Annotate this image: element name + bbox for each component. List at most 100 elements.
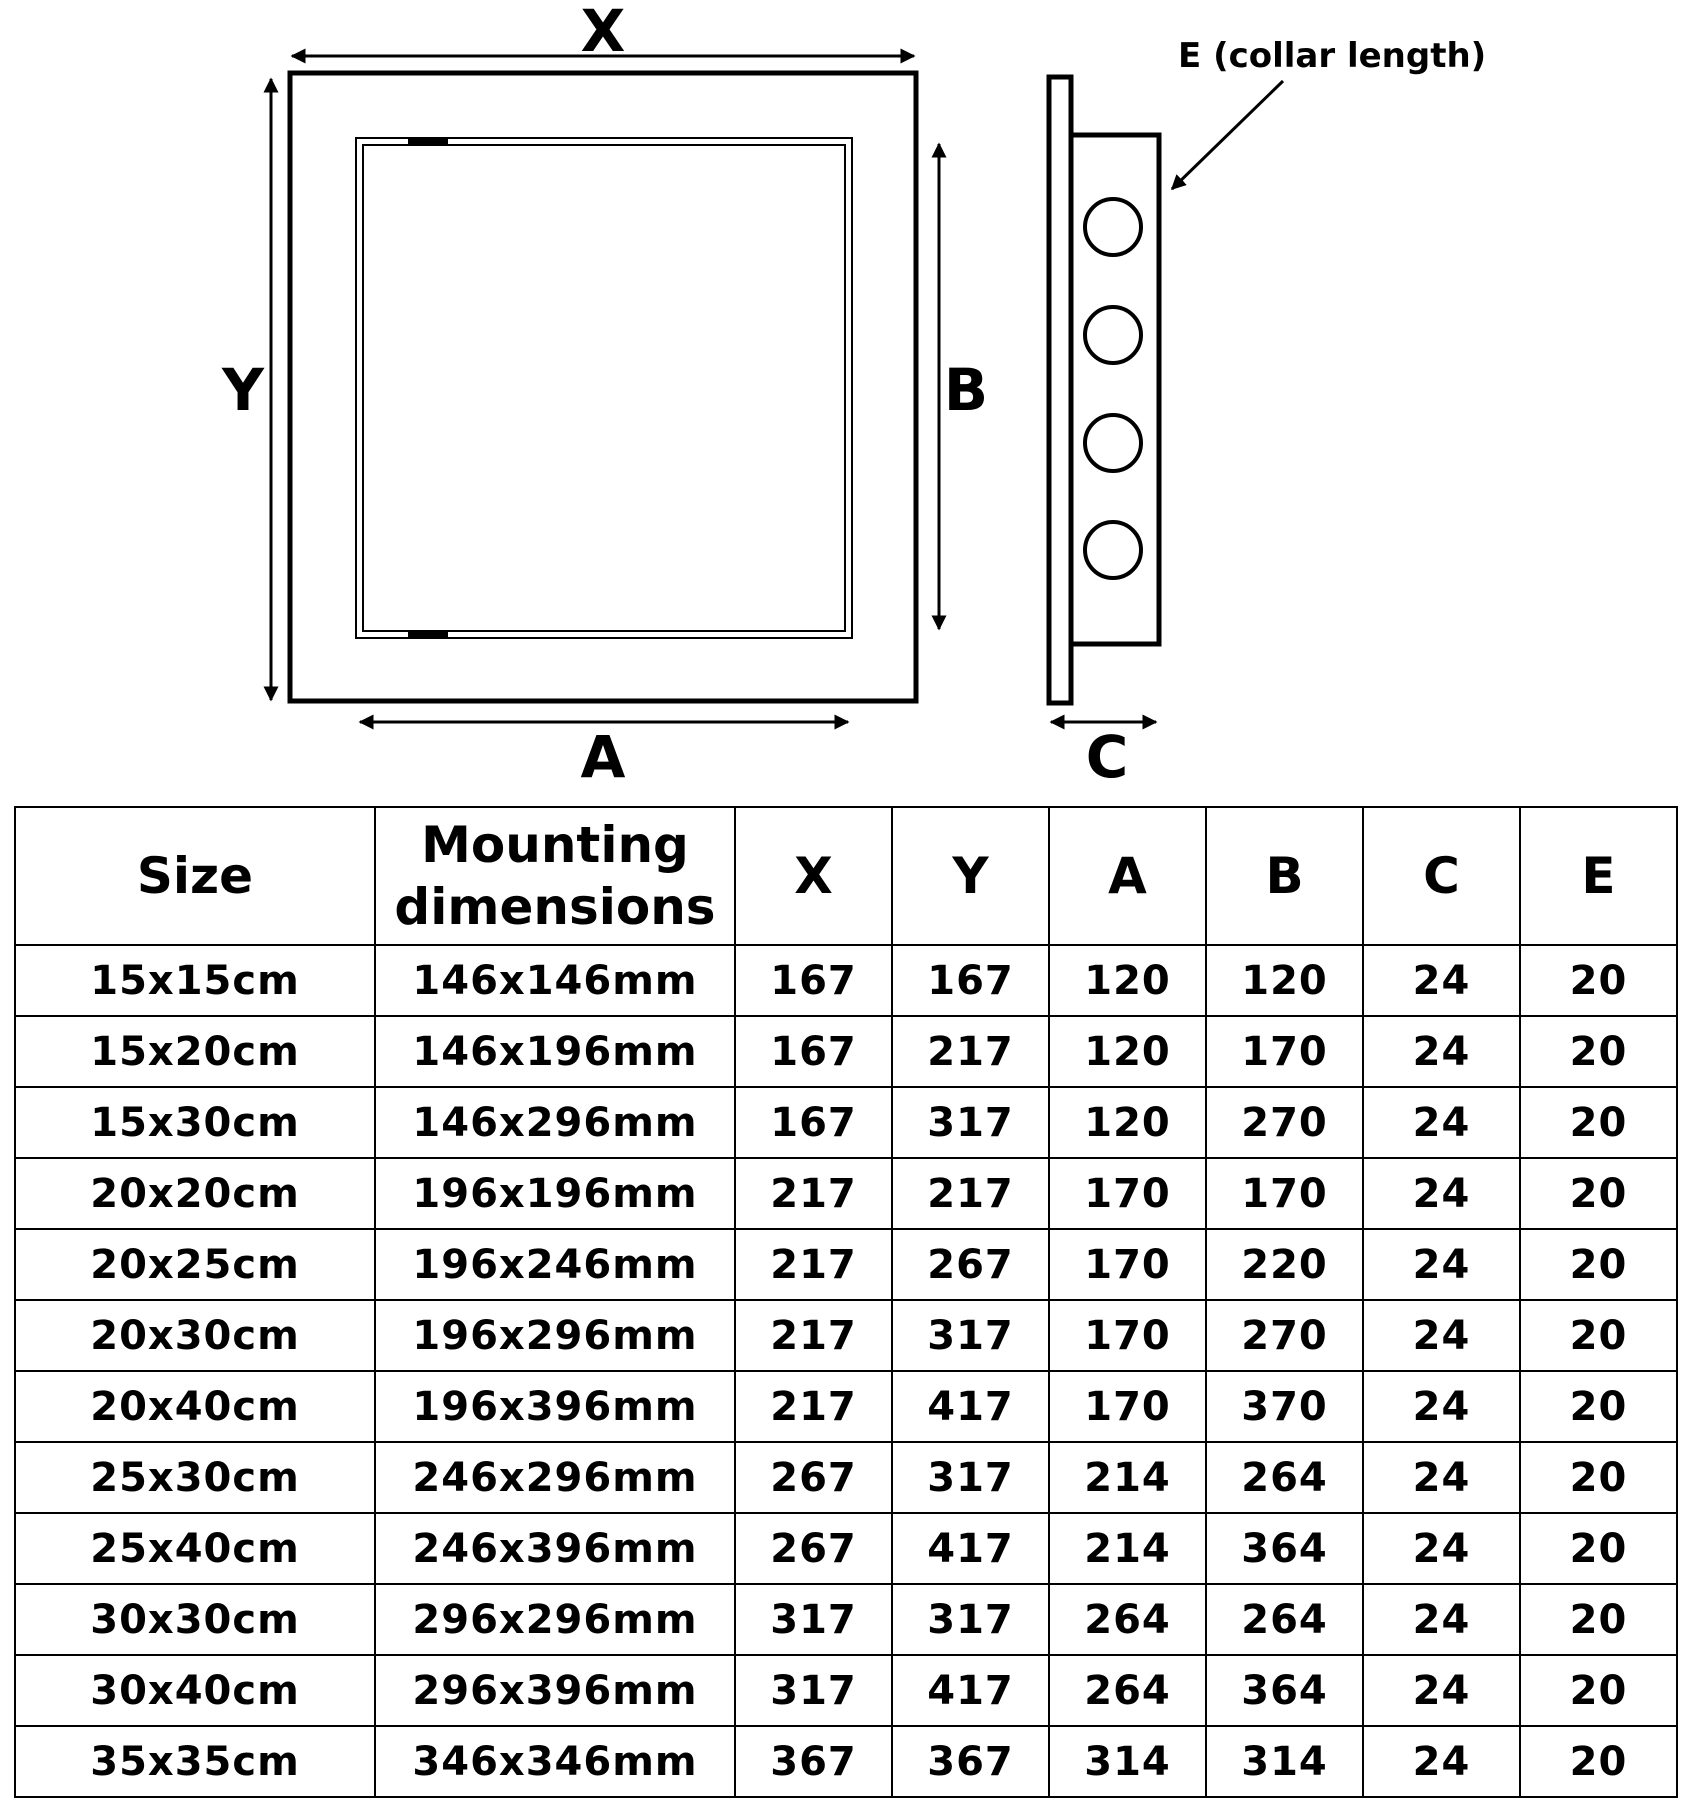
cell-mounting-dimensions: 146x146mm <box>374 944 736 1017</box>
bottom-hinge <box>408 630 448 638</box>
cell-y: 417 <box>891 1370 1050 1443</box>
cell-b: 314 <box>1205 1725 1364 1798</box>
cell-c: 24 <box>1362 1370 1521 1443</box>
cell-b: 120 <box>1205 944 1364 1017</box>
cell-size: 35x35cm <box>14 1725 376 1798</box>
cell-mounting-dimensions: 246x396mm <box>374 1512 736 1585</box>
cell-x: 267 <box>734 1441 893 1514</box>
inner-door <box>362 144 846 632</box>
front-view <box>287 70 919 704</box>
cell-a: 170 <box>1048 1370 1207 1443</box>
cell-y: 267 <box>891 1228 1050 1301</box>
cell-x: 267 <box>734 1512 893 1585</box>
dimension-diagram: X Y B A C E (collar length) <box>221 0 1486 791</box>
outer-frame <box>287 70 919 704</box>
cell-c: 24 <box>1362 1512 1521 1585</box>
c-label: C <box>1086 723 1129 791</box>
cell-e: 20 <box>1519 1370 1678 1443</box>
cell-e: 20 <box>1519 1441 1678 1514</box>
cell-a: 264 <box>1048 1583 1207 1656</box>
cell-mounting-dimensions: 196x396mm <box>374 1370 736 1443</box>
cell-c: 24 <box>1362 1583 1521 1656</box>
cell-e: 20 <box>1519 1654 1678 1727</box>
cell-a: 170 <box>1048 1228 1207 1301</box>
cell-e: 20 <box>1519 944 1678 1017</box>
collar-hole-4 <box>1083 520 1143 580</box>
cell-mounting-dimensions: 146x296mm <box>374 1086 736 1159</box>
cell-y: 317 <box>891 1583 1050 1656</box>
header-mounting-line2: dimensions <box>394 878 716 936</box>
header-a: A <box>1048 806 1207 946</box>
cell-mounting-dimensions: 296x296mm <box>374 1583 736 1656</box>
header-c: C <box>1362 806 1521 946</box>
cell-a: 264 <box>1048 1654 1207 1727</box>
header-size: Size <box>14 806 376 946</box>
cell-e: 20 <box>1519 1228 1678 1301</box>
cell-c: 24 <box>1362 1086 1521 1159</box>
cell-c: 24 <box>1362 1157 1521 1230</box>
cell-size: 30x40cm <box>14 1654 376 1727</box>
side-flange <box>1046 74 1074 706</box>
cell-e: 20 <box>1519 1157 1678 1230</box>
cell-a: 170 <box>1048 1299 1207 1372</box>
header-y: Y <box>891 806 1050 946</box>
x-label: X <box>581 0 626 65</box>
cell-x: 217 <box>734 1370 893 1443</box>
cell-b: 264 <box>1205 1583 1364 1656</box>
cell-e: 20 <box>1519 1086 1678 1159</box>
cell-b: 220 <box>1205 1228 1364 1301</box>
cell-size: 20x40cm <box>14 1370 376 1443</box>
cell-size: 20x25cm <box>14 1228 376 1301</box>
cell-a: 314 <box>1048 1725 1207 1798</box>
cell-y: 217 <box>891 1015 1050 1088</box>
cell-a: 214 <box>1048 1441 1207 1514</box>
b-label: B <box>944 356 988 424</box>
table-header-row: Size Mounting dimensions X Y A B C E <box>14 806 1678 946</box>
e-callout-label: E (collar length) <box>1178 36 1486 76</box>
cell-y: 317 <box>891 1441 1050 1514</box>
cell-b: 170 <box>1205 1015 1364 1088</box>
e-callout-arrow <box>1170 79 1285 191</box>
cell-c: 24 <box>1362 1299 1521 1372</box>
cell-x: 217 <box>734 1299 893 1372</box>
side-view <box>1046 74 1162 706</box>
cell-size: 30x30cm <box>14 1583 376 1656</box>
cell-y: 367 <box>891 1725 1050 1798</box>
header-mounting-line1: Mounting <box>421 816 689 874</box>
cell-x: 167 <box>734 1015 893 1088</box>
cell-mounting-dimensions: 196x246mm <box>374 1228 736 1301</box>
cell-size: 15x15cm <box>14 944 376 1017</box>
cell-x: 317 <box>734 1654 893 1727</box>
header-mounting-dimensions: Mounting dimensions <box>374 806 736 946</box>
cell-b: 270 <box>1205 1299 1364 1372</box>
cell-mounting-dimensions: 196x196mm <box>374 1157 736 1230</box>
cell-size: 20x30cm <box>14 1299 376 1372</box>
cell-x: 167 <box>734 944 893 1017</box>
collar-hole-2 <box>1083 305 1143 365</box>
cell-b: 264 <box>1205 1441 1364 1514</box>
y-label: Y <box>221 356 265 424</box>
cell-size: 25x40cm <box>14 1512 376 1585</box>
cell-size: 20x20cm <box>14 1157 376 1230</box>
cell-mounting-dimensions: 346x346mm <box>374 1725 736 1798</box>
header-e: E <box>1519 806 1678 946</box>
cell-y: 317 <box>891 1299 1050 1372</box>
header-x: X <box>734 806 893 946</box>
a-label: A <box>581 723 626 791</box>
cell-y: 217 <box>891 1157 1050 1230</box>
cell-c: 24 <box>1362 1725 1521 1798</box>
cell-mounting-dimensions: 196x296mm <box>374 1299 736 1372</box>
cell-a: 120 <box>1048 944 1207 1017</box>
cell-e: 20 <box>1519 1512 1678 1585</box>
cell-mounting-dimensions: 146x196mm <box>374 1015 736 1088</box>
cell-e: 20 <box>1519 1725 1678 1798</box>
cell-y: 317 <box>891 1086 1050 1159</box>
inner-door-outer-edge <box>355 137 853 639</box>
